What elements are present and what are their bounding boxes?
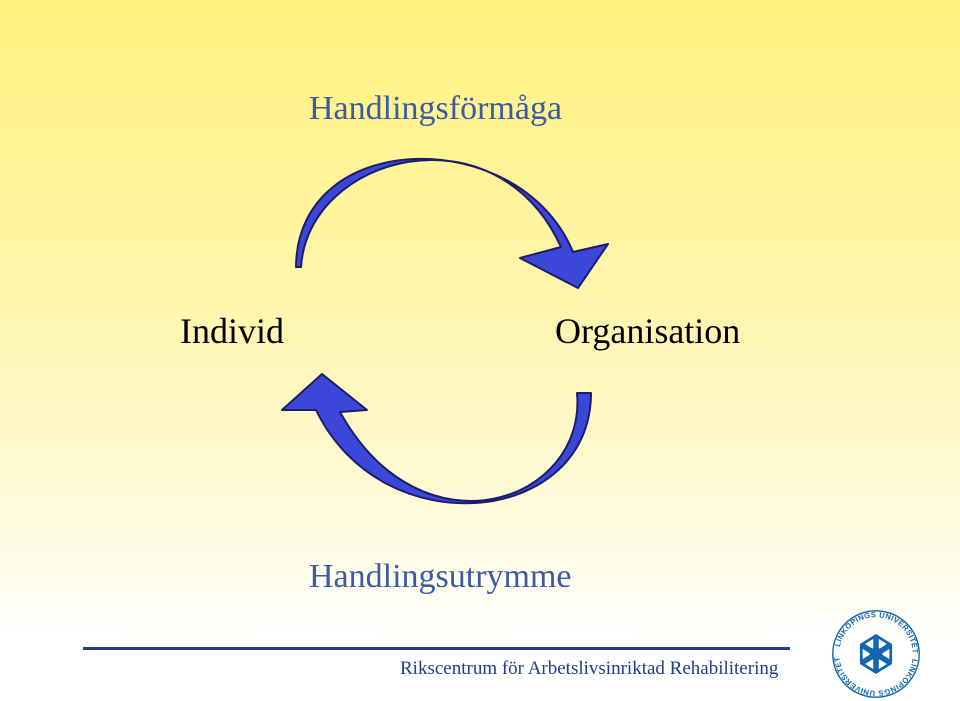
logo-emblem bbox=[859, 633, 893, 675]
university-logo: LINKÖPINGS UNIVERSITET LINKÖPINGS UNIVER… bbox=[832, 610, 920, 698]
footer-text: Rikscentrum för Arbetslivsinriktad Rehab… bbox=[400, 658, 779, 679]
logo-ring bbox=[832, 610, 920, 698]
top-label: Handlingsförmåga bbox=[309, 90, 563, 127]
footer-divider bbox=[83, 647, 790, 650]
bottom-curved-arrow bbox=[281, 373, 592, 505]
top-curved-arrow bbox=[295, 157, 609, 289]
right-label: Organisation bbox=[555, 311, 741, 351]
left-label: Individ bbox=[180, 311, 284, 351]
bottom-label: Handlingsutrymme bbox=[309, 558, 572, 595]
